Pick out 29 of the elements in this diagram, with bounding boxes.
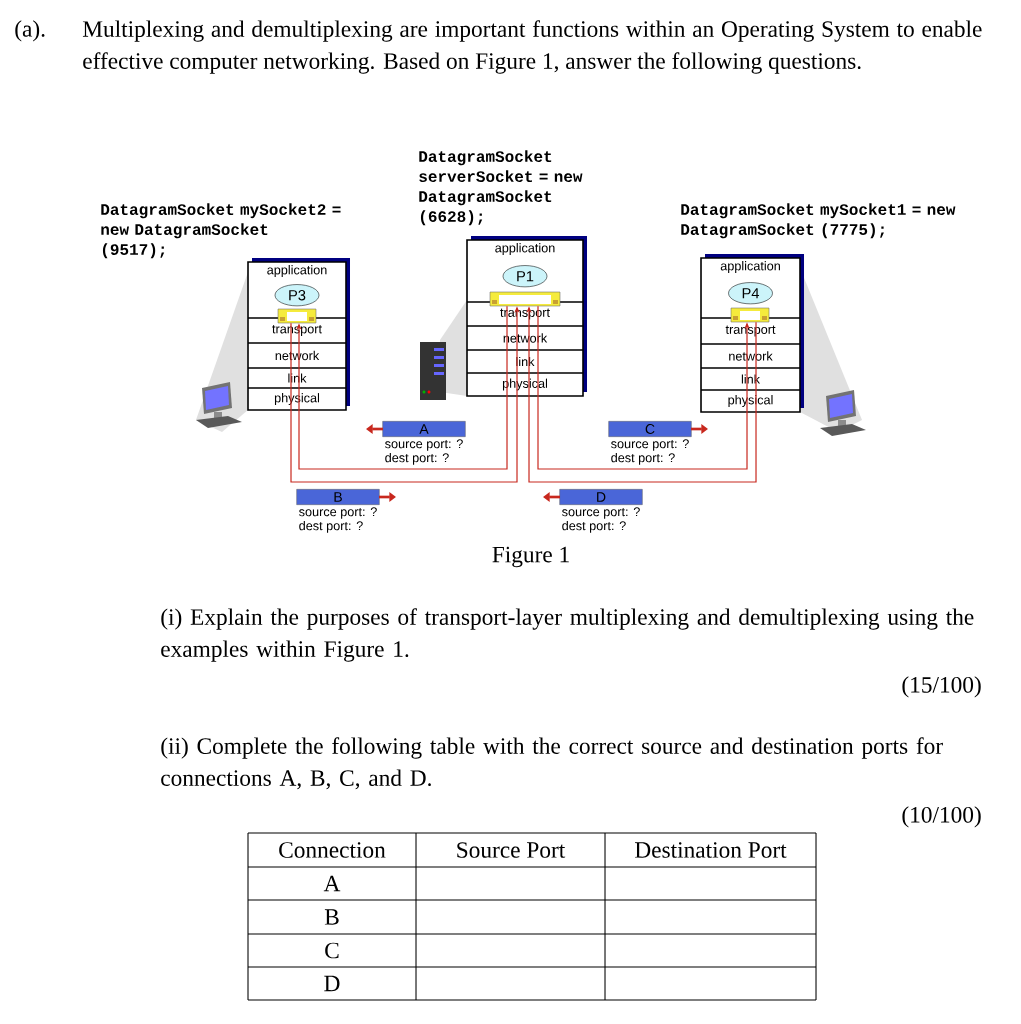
code-text: DatagramSocket mySocket1 = new DatagramSocket (7775); (681, 203, 956, 239)
marks-text: (15/100) (902, 676, 981, 698)
table-cell-text: Source Port (457, 842, 566, 858)
arrow (296, 305, 508, 470)
segment-box: B (296, 489, 380, 505)
question-text: (ii) Complete the following table with the correct source and destination ports for connections A, B, C, and D. (161, 737, 943, 790)
code-text: DatagramSocket mySocket2 = new DatagramSocket (9517); (101, 203, 341, 259)
segment-box: A (382, 421, 466, 437)
segment-box: C (608, 421, 692, 437)
table-cell-text: Destination Port (635, 842, 787, 858)
socket-box (489, 291, 561, 307)
table-cell-text: Connection (279, 842, 386, 858)
question-text: Multiplexing and demultiplexing are important functions within an Operating System to enable effective computer networking. Based on Figure 1, answer the following questions. (82, 20, 982, 74)
port-text: source port: ? dest port: ? (611, 439, 689, 465)
table-cell-text: D (324, 975, 340, 992)
segment-box: D (559, 489, 643, 505)
figure-caption: Figure 1 (492, 546, 569, 568)
table-cell-text: A (323, 875, 341, 892)
socket-box (730, 307, 770, 323)
socket-box (277, 308, 317, 324)
marks-text: (10/100) (902, 806, 981, 828)
port-text: source port: ? dest port: ? (562, 507, 640, 533)
port-text: source port: ? dest port: ? (385, 439, 463, 465)
table-cell-text: B (324, 909, 339, 925)
question-text: (i) Explain the purposes of transport-layer multiplexing and demultiplexing using the examples within Figure 1. (161, 608, 974, 662)
table-cell-text: C (325, 942, 339, 959)
code-text: DatagramSocket serverSocket = new DatagramSocket (6628); (419, 150, 583, 226)
port-text: source port: ? dest port: ? (299, 507, 377, 533)
item-label: (a). (15, 20, 45, 42)
